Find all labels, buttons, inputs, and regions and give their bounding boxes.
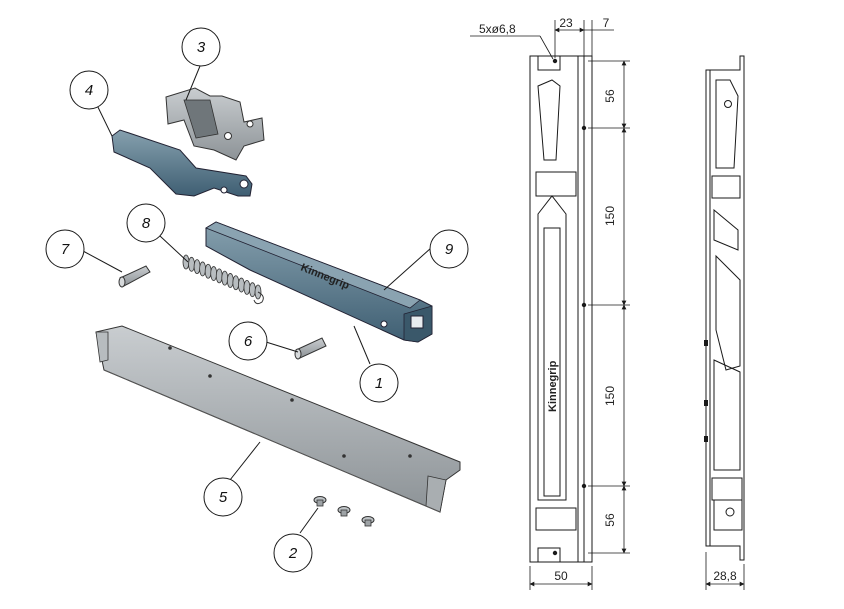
side-outer-frame [705,55,745,561]
side-body [713,359,741,471]
callout-7: 7 [45,229,85,269]
spring-hook [253,291,264,305]
mount-hole [581,302,587,308]
callout-1-label: 1 [375,375,383,392]
hole-spec-leader-diag [539,35,554,60]
callout-9: 9 [429,229,469,269]
spring-coil [243,279,251,295]
callout-5-label: 5 [219,489,228,506]
front-brand-label: Kinnegrip [547,360,559,412]
base-channel-part-5 [95,325,461,513]
callout-3: 3 [181,27,221,67]
pin-part-6 [294,337,327,360]
dim-150-lower: 150 [603,386,617,406]
callout-8-label: 8 [142,215,151,232]
front-handle-inner [543,227,561,497]
exploded-view: Kinnegrip [45,27,469,573]
callout-8: 8 [126,203,166,243]
callout-1: 1 [359,363,399,403]
side-pivot [724,100,732,108]
spring-coil [182,254,190,270]
mount-hole [581,125,587,131]
screws-part-2 [313,496,375,527]
front-dimension-texts: 5xø6,8 23 7 56 150 150 56 50 [479,16,617,583]
leader-line-7 [82,250,123,273]
spring-coil [193,259,201,275]
side-dimensions [705,552,745,590]
leader-line-1 [353,325,371,365]
screw [361,516,375,527]
spring-coil [204,263,212,279]
callout-4-label: 4 [85,82,93,99]
leader-line-3 [185,65,201,101]
callout-7-label: 7 [61,241,70,258]
side-view [704,55,745,561]
callout-2-label: 2 [288,545,298,562]
spring-coil [188,256,195,272]
front-view: Kinnegrip [529,55,593,563]
pin-part-7 [118,265,151,288]
mount-hole [581,483,587,489]
leader-line-5 [229,441,261,481]
leader-line-9 [383,247,432,291]
callout-6: 6 [228,321,268,361]
spring-coil [210,266,218,281]
dim-50: 50 [554,569,568,583]
callout-3-label: 3 [197,39,206,56]
callout-5: 5 [203,477,243,517]
dim-7: 7 [603,16,610,30]
mount-hole [552,58,558,64]
side-arm [715,254,741,371]
front-upper-slot [537,79,561,161]
spring-coil [249,282,256,298]
front-top-tab [537,56,561,71]
callouts: 3 4 8 7 9 6 1 [45,27,469,573]
dim-150-upper: 150 [603,206,617,226]
callout-9-label: 9 [445,241,454,258]
callout-4: 4 [69,70,109,110]
callout-6-label: 6 [244,333,253,350]
screw [313,496,327,507]
spring-coil [215,268,223,284]
lever-part-4 [111,129,253,197]
leader-line-6 [265,341,299,353]
dim-hole-spec: 5xø6,8 [479,22,516,36]
dim-56-bottom: 56 [603,513,617,527]
side-hinge [713,208,739,251]
dim-23: 23 [559,16,573,30]
spring-coil [232,275,240,291]
spring-coil [221,270,229,286]
side-lower-bridge [711,477,743,501]
mount-hole [552,550,558,556]
dim-56-top: 56 [603,89,617,103]
front-handle-body [537,195,567,501]
side-lower-block [713,499,743,531]
front-bottom-tab [537,547,561,562]
front-outer-frame [529,55,593,563]
side-upper-lever [715,79,739,169]
leader-line-2 [299,507,319,534]
screw [337,506,351,517]
spring-coil [226,273,234,288]
spring-coil [199,261,207,277]
side-bottom-hole [725,507,735,517]
spring-part-8 [182,254,264,305]
spring-coil [237,277,245,293]
front-dimensions [470,20,630,590]
front-lower-bridge [535,507,577,531]
clip-bracket-part-3 [165,87,265,161]
front-bridge [535,171,577,197]
callout-2: 2 [273,533,313,573]
dim-28-8: 28,8 [713,569,737,583]
side-bridge [711,175,741,199]
leader-line-8 [159,235,189,263]
